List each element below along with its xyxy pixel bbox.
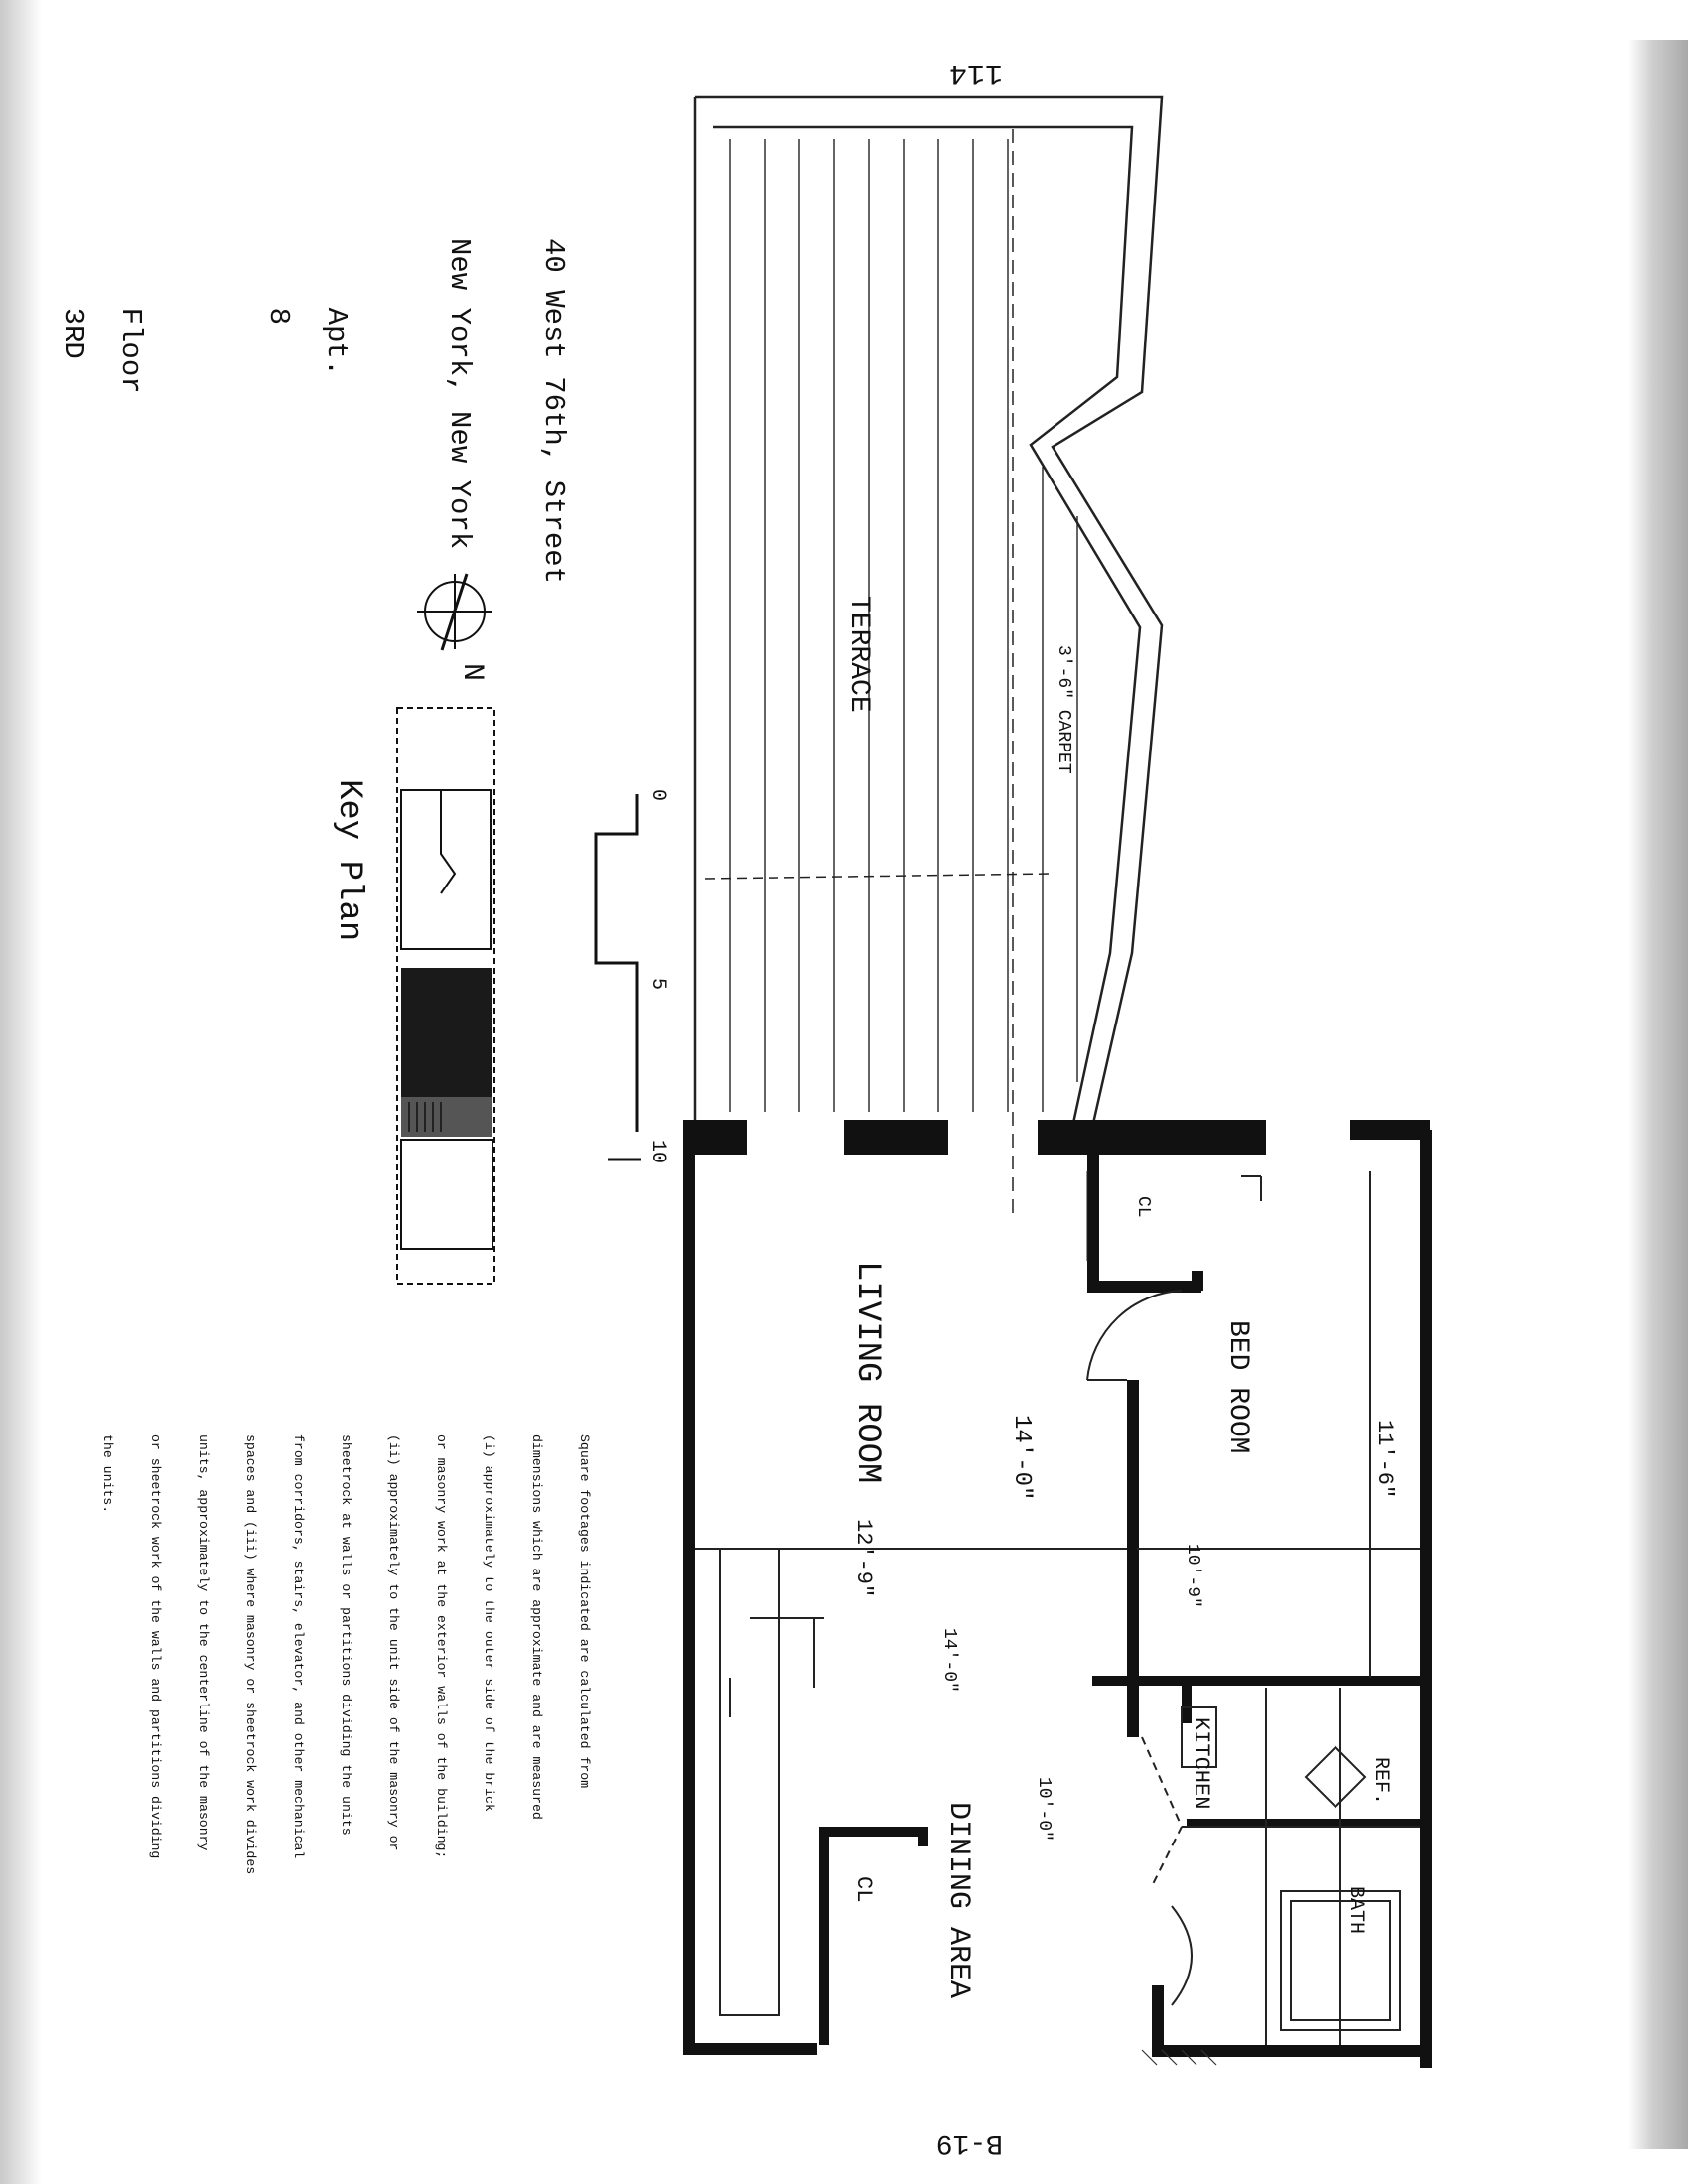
north-arrow-icon	[417, 573, 492, 651]
room-label-closet2: CL	[851, 1876, 876, 1903]
dimension-bedroom-depth: 11'-6"	[1372, 1420, 1397, 1499]
dimension-living-width: 14'-0"	[1008, 1415, 1035, 1501]
room-label-kitchen: KITCHEN	[1189, 1717, 1213, 1810]
terrace	[693, 95, 1164, 1221]
room-label-carpet: 3'-6" CARPET	[1054, 645, 1073, 774]
room-label-terrace: TERRACE	[843, 596, 874, 713]
dimension-dining-width: 10'-0"	[1034, 1777, 1054, 1842]
scale-bar	[594, 794, 641, 1161]
room-label-dining: DINING AREA	[941, 1802, 975, 1999]
walls	[683, 1120, 1432, 2068]
room-label-bedroom: BED ROOM	[1222, 1320, 1253, 1454]
scan-edge-left	[0, 0, 42, 2184]
dimension-living-length: 12'-9"	[851, 1519, 876, 1598]
dimension-dining: 14'-0"	[939, 1628, 959, 1693]
interior-lines	[695, 1171, 1420, 2045]
key-plan	[396, 707, 495, 1285]
room-label-living: LIVING ROOM	[848, 1261, 886, 1484]
room-label-closet1: CL	[1133, 1196, 1153, 1218]
room-label-ref: REF.	[1369, 1757, 1392, 1806]
hatched-walls	[1141, 2049, 1217, 2066]
room-label-bath: BATH	[1344, 1886, 1367, 1935]
scan-edge-right	[1628, 40, 1688, 2149]
dimension-bedroom-width: 10'-9"	[1183, 1544, 1202, 1608]
